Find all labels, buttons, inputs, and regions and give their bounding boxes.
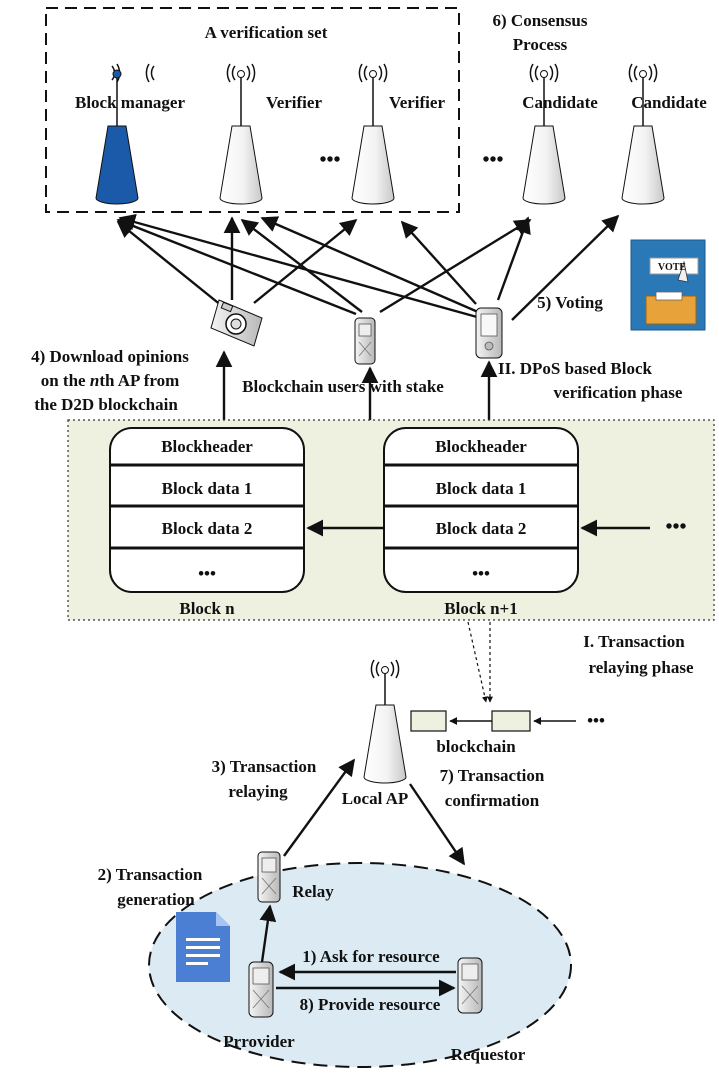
dpos-label-line2: verification phase: [554, 383, 683, 402]
ellipsis-verifiers: •••: [319, 149, 340, 171]
block-manager-label: Block manager: [75, 93, 185, 112]
candidate-label-2: Candidate: [631, 93, 707, 112]
candidate-tower-2: [621, 63, 665, 205]
tx-generation-line2: generation: [117, 890, 195, 909]
verifier-label-1: Verifier: [266, 93, 322, 112]
local-ap-tower: [363, 659, 407, 784]
dpos-label-line1: II. DPoS based Block: [498, 359, 653, 378]
phone-user-icon-1: [354, 317, 376, 365]
block-n: [109, 427, 305, 593]
relaying-phase-line2: relaying phase: [588, 658, 693, 677]
consensus-label-line1: 6) Consensus: [493, 11, 588, 30]
block-n1-ellipsis: •••: [472, 564, 490, 583]
verifier-tower-1: [219, 63, 263, 205]
download-label-line1: 4) Download opinions: [31, 347, 189, 366]
download-label-line3: the D2D blockchain: [34, 395, 178, 414]
document-icon: [176, 912, 230, 982]
verification-set-box: [45, 7, 460, 213]
relay-phone-icon: [257, 851, 281, 903]
consensus-label-line2: Process: [513, 35, 568, 54]
block-n-caption: Block n: [179, 599, 235, 618]
ap-to-requestor-arrow: [409, 783, 465, 866]
vote-badge-icon: [630, 239, 706, 331]
provider-phone-icon: [248, 961, 274, 1018]
mini-blockchain: [410, 710, 576, 732]
voting-arrows: [116, 213, 620, 321]
tx-generation-line1: 2) Transaction: [98, 865, 203, 884]
download-label-line2: on the nth AP from: [41, 371, 180, 390]
block-n1-caption: Block n+1: [444, 599, 517, 618]
zoom-lines: [467, 621, 493, 703]
block-n1-data2: Block data 2: [436, 519, 527, 538]
block-n-plus-1: [383, 427, 579, 593]
download-arrows: [215, 350, 498, 420]
tx-confirmation-line2: confirmation: [445, 791, 540, 810]
requestor-phone-icon: [457, 957, 483, 1014]
provide-label: 8) Provide resource: [300, 995, 441, 1014]
candidate-label-1: Candidate: [522, 93, 598, 112]
blockchain-label: blockchain: [436, 737, 516, 756]
provider-to-relay-arrow: [259, 904, 277, 963]
ask-label: 1) Ask for resource: [302, 947, 440, 966]
local-ap-label: Local AP: [342, 789, 409, 808]
vote-badge-text: VOTE: [658, 262, 686, 273]
candidate-tower-1: [522, 63, 566, 205]
requestor-label: Requestor: [451, 1045, 526, 1064]
relay-label: Relay: [292, 882, 334, 901]
block-n-data1: Block data 1: [162, 479, 253, 498]
ledger-ellipsis: •••: [665, 516, 686, 538]
block-n-header: Blockheader: [161, 437, 253, 456]
provider-label: Prrovider: [223, 1032, 295, 1051]
tx-relaying-line1: 3) Transaction: [212, 757, 317, 776]
users-label: Blockchain users with stake: [242, 377, 444, 396]
verifier-label-2: Verifier: [389, 93, 445, 112]
block-n1-data1: Block data 1: [436, 479, 527, 498]
tx-relaying-line2: relaying: [228, 782, 288, 801]
block-manager-tower: [95, 63, 155, 205]
relay-to-ap-arrow: [283, 758, 355, 857]
block-n1-header: Blockheader: [435, 437, 527, 456]
tx-confirmation-line1: 7) Transaction: [440, 766, 545, 785]
block-n-ellipsis: •••: [198, 564, 216, 583]
mini-blockchain-ellipsis: •••: [587, 711, 605, 730]
pda-user-icon: [475, 307, 503, 359]
camera-icon: [210, 299, 263, 347]
voting-label: 5) Voting: [537, 293, 603, 312]
block-n-data2: Block data 2: [162, 519, 253, 538]
verifier-tower-2: [351, 63, 395, 205]
relaying-phase-line1: I. Transaction: [583, 632, 685, 651]
ellipsis-candidates: •••: [482, 149, 503, 171]
verification-set-title: A verification set: [205, 23, 328, 42]
